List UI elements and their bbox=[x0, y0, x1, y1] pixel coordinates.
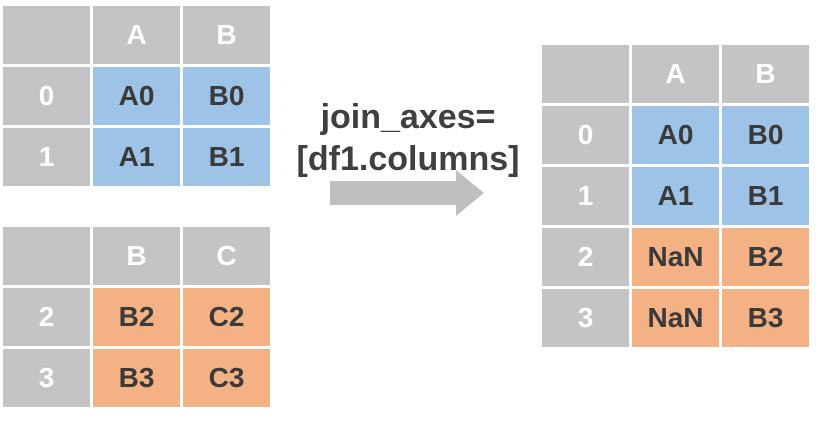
result-value-cell: B1 bbox=[722, 167, 809, 225]
df1-value-cell: B0 bbox=[183, 67, 270, 125]
result-value-cell: A1 bbox=[632, 167, 719, 225]
df2-value-cell: B2 bbox=[93, 288, 180, 346]
df2-column-header: B bbox=[93, 227, 180, 285]
df2-table: B C 2 B2 C2 3 B3 C3 bbox=[3, 227, 270, 407]
result-row-index: 3 bbox=[542, 289, 629, 347]
df1-row-index: 1 bbox=[3, 128, 90, 186]
df1-value-cell: A0 bbox=[93, 67, 180, 125]
result-row-index: 0 bbox=[542, 106, 629, 164]
result-value-cell: B3 bbox=[722, 289, 809, 347]
result-corner-cell bbox=[542, 45, 629, 103]
right-arrow-icon bbox=[330, 170, 484, 216]
result-row-index: 2 bbox=[542, 228, 629, 286]
result-value-cell: NaN bbox=[632, 289, 719, 347]
operation-label-line1: join_axes= bbox=[320, 98, 496, 136]
operation-label-line2: [df1.columns] bbox=[296, 140, 520, 178]
df2-value-cell: C3 bbox=[183, 349, 270, 407]
df1-column-header: B bbox=[183, 6, 270, 64]
df1-corner-cell bbox=[3, 6, 90, 64]
df1-row-index: 0 bbox=[3, 67, 90, 125]
df1-table: A B 0 A0 B0 1 A1 B1 bbox=[3, 6, 270, 186]
df2-row-index: 2 bbox=[3, 288, 90, 346]
df2-corner-cell bbox=[3, 227, 90, 285]
result-value-cell: NaN bbox=[632, 228, 719, 286]
result-column-header: A bbox=[632, 45, 719, 103]
result-value-cell: A0 bbox=[632, 106, 719, 164]
result-table: A B 0 A0 B0 1 A1 B1 2 NaN B2 3 NaN B3 bbox=[542, 45, 809, 347]
df2-value-cell: C2 bbox=[183, 288, 270, 346]
df1-value-cell: B1 bbox=[183, 128, 270, 186]
df1-column-header: A bbox=[93, 6, 180, 64]
result-value-cell: B0 bbox=[722, 106, 809, 164]
df2-value-cell: B3 bbox=[93, 349, 180, 407]
df1-value-cell: A1 bbox=[93, 128, 180, 186]
result-column-header: B bbox=[722, 45, 809, 103]
operation-label: join_axes= [df1.columns] bbox=[278, 96, 538, 180]
df2-column-header: C bbox=[183, 227, 270, 285]
df2-row-index: 3 bbox=[3, 349, 90, 407]
result-value-cell: B2 bbox=[722, 228, 809, 286]
result-row-index: 1 bbox=[542, 167, 629, 225]
